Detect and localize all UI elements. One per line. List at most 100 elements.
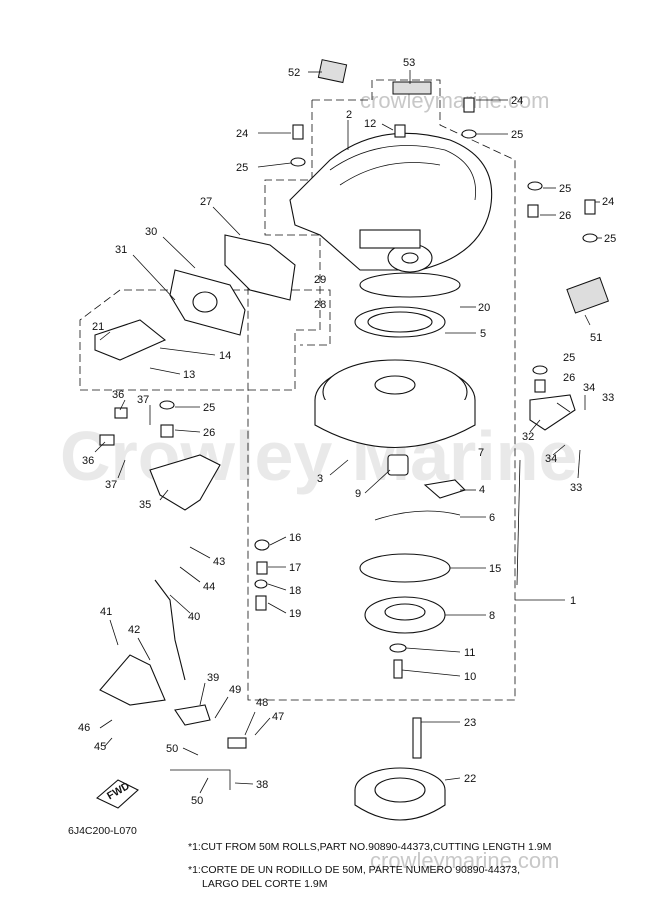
callout-53: 53 [403,57,415,69]
callout-11: 11 [464,647,475,659]
note-line-2: *1:CORTE DE UN RODILLO DE 50M, PARTE NUM… [188,864,520,876]
callout-48: 48 [256,697,268,709]
link-rod-40 [154,579,186,681]
callout-40: 40 [188,611,200,623]
callout-42: 42 [128,624,140,636]
plate-8-inner [384,603,426,621]
callout-numbers: 52 53 24 2 12 25 24 25 25 26 24 25 27 30… [78,57,616,807]
starter-handle-assembly [94,234,296,361]
note-line-1: *1:CUT FROM 50M ROLLS,PART NO.90890-4437… [188,841,551,853]
starter-housing [289,132,493,273]
callout-49: 49 [229,684,241,696]
bracket-41-42 [99,654,166,706]
callout-26: 26 [563,372,575,384]
callout-20: 20 [478,302,490,314]
callout-46: 46 [78,722,90,734]
callout-13: 13 [183,369,195,381]
callout-51: 51 [590,332,602,344]
callout-12: 12 [364,118,376,130]
callout-25: 25 [563,352,575,364]
callout-32: 32 [522,431,534,443]
drive-cup-22 [354,767,446,821]
washer-11 [389,643,407,653]
callout-35: 35 [139,499,151,511]
bracket-35 [149,454,221,511]
bolt-10 [393,659,403,679]
callout-43: 43 [213,556,225,568]
callout-33: 33 [602,392,614,404]
callout-7: 7 [478,447,484,459]
callout-34: 34 [583,382,595,394]
callout-24: 24 [236,128,248,140]
callout-36: 36 [82,455,94,467]
callout-10: 10 [464,671,476,683]
callout-24: 24 [602,196,614,208]
callout-52: 52 [288,67,300,79]
callout-15: 15 [489,563,501,575]
callout-6: 6 [489,512,495,524]
callout-24: 24 [511,95,523,107]
callout-33: 33 [570,482,582,494]
callout-21: 21 [92,321,104,333]
callout-19: 19 [289,608,301,620]
label-53 [392,81,432,95]
callout-27: 27 [200,196,212,208]
callout-16: 16 [289,532,301,544]
note-line-3: LARGO DEL CORTE 1.9M [202,878,327,890]
link-rod-38 [170,769,231,790]
callout-2: 2 [346,109,352,121]
bracket-32 [529,394,576,431]
callout-28: 28 [314,299,326,311]
callout-17: 17 [289,562,301,574]
callout-25: 25 [511,129,523,141]
spring-inner [367,311,433,333]
callout-25: 25 [203,402,215,414]
callout-9: 9 [355,488,361,500]
callout-37: 37 [137,394,149,406]
callout-26: 26 [203,427,215,439]
label-52 [317,59,348,84]
callout-26: 26 [559,210,571,222]
callout-14: 14 [219,350,231,362]
label-51 [566,276,610,314]
callout-18: 18 [289,585,301,597]
callout-44: 44 [203,581,215,593]
callout-41: 41 [100,606,112,618]
callout-29: 29 [314,274,326,286]
callout-4: 4 [479,484,485,496]
callout-36: 36 [112,389,124,401]
callout-39: 39 [207,672,219,684]
callout-22: 22 [464,773,476,785]
callout-25: 25 [236,162,248,174]
callout-25: 25 [559,183,571,195]
callout-30: 30 [145,226,157,238]
callout-8: 8 [489,610,495,622]
callout-3: 3 [317,473,323,485]
fwd-arrow: FWD [95,779,139,809]
spring-clip-6 [374,510,461,521]
callout-37: 37 [105,479,117,491]
website-watermark-bottom: crowleymarine.com [370,848,560,873]
rope-guide-20 [359,272,461,298]
callout-1: 1 [570,595,576,607]
plate-15 [359,553,451,583]
callout-50: 50 [191,795,203,807]
callout-31: 31 [115,244,127,256]
callout-23: 23 [464,717,476,729]
callout-25: 25 [604,233,616,245]
callout-45: 45 [94,741,106,753]
diagram-code: 6J4C200-L070 [68,825,137,837]
lever-39 [174,704,211,726]
bolt-23 [412,717,422,759]
callout-50: 50 [166,743,178,755]
leader-lines [94,70,602,794]
dashed-group-outlines [79,79,516,701]
watermark-text: Crowley Marine [60,417,577,495]
callout-38: 38 [256,779,268,791]
bushing-9 [387,454,409,476]
callout-5: 5 [480,328,486,340]
sheave-drum-3 [314,359,476,449]
website-watermark-top: crowleymarine.com [360,88,550,113]
callout-34: 34 [545,453,557,465]
